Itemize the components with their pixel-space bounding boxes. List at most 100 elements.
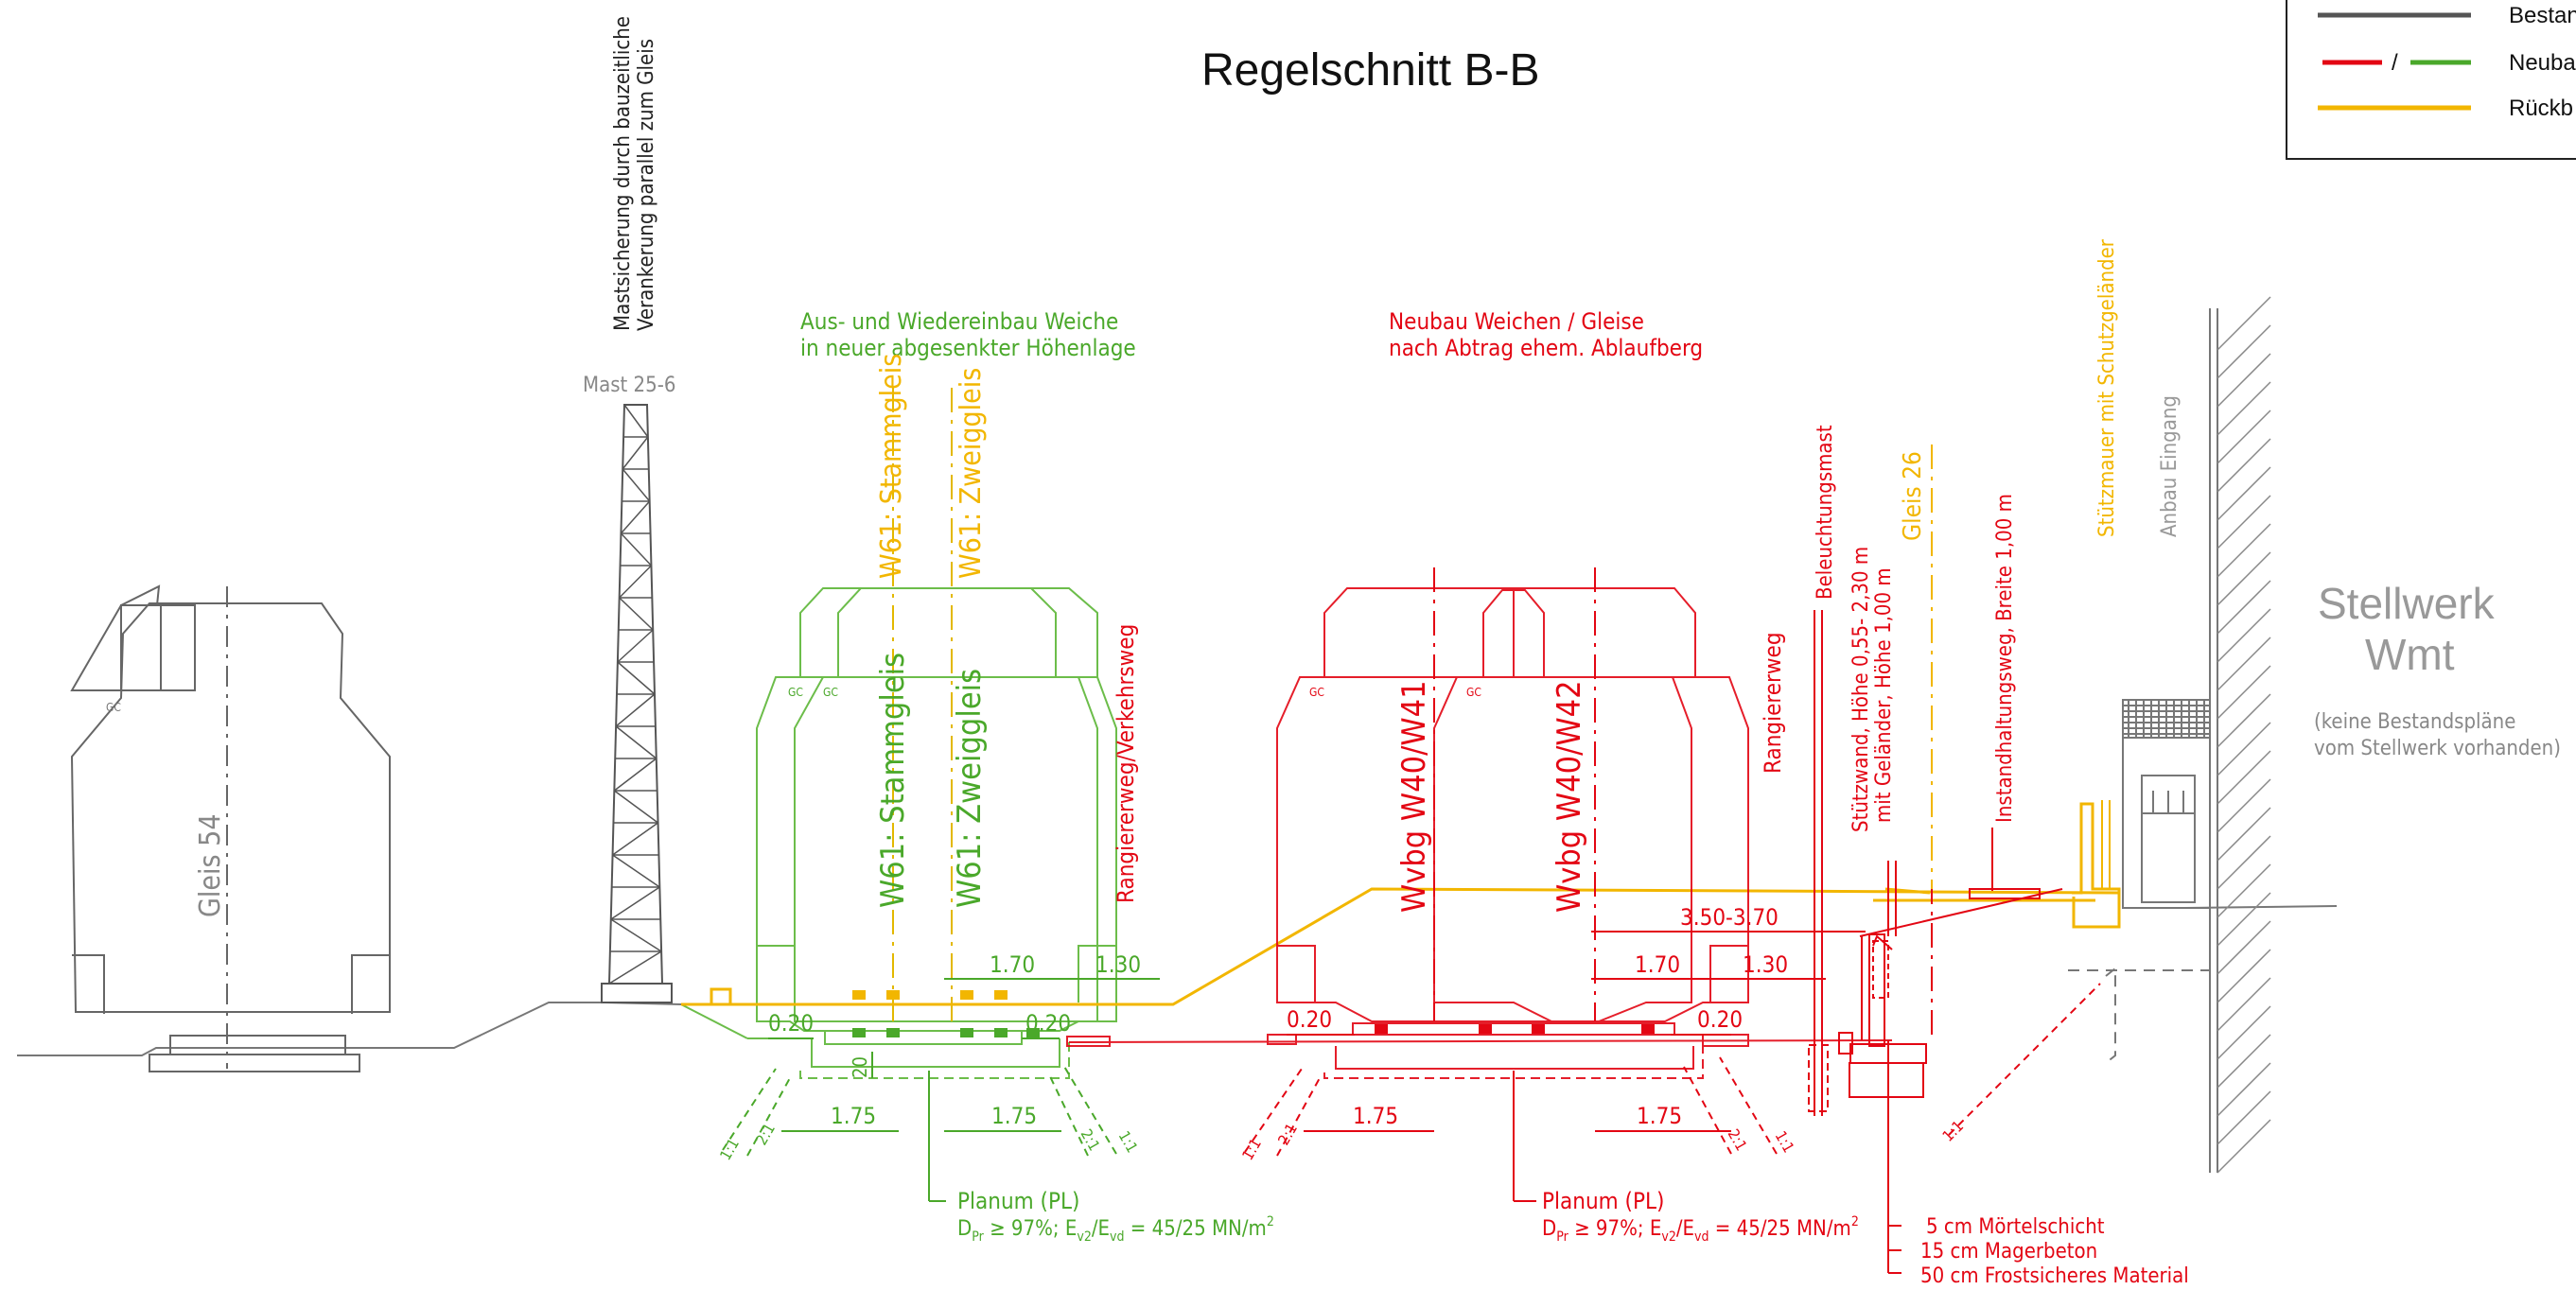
dim-red-020-left: 0.20 [1287, 1006, 1332, 1033]
stellwerk-building [2068, 308, 2218, 1173]
red-section [1066, 587, 1893, 1079]
stuetzwand-label-1: Stützwand, Höhe 0,55- 2,30 m [1849, 547, 1873, 832]
hatch-stroke [2217, 495, 2271, 549]
planum-green-spec: DPr ≥ 97%; Ev2/Evd = 45/25 MN/m2 [957, 1214, 1274, 1245]
dim-red-175-right: 1.75 [1637, 1103, 1682, 1129]
stammgleis-green-label: W61: Stammgleis [874, 653, 912, 908]
hatch-stroke [2217, 296, 2271, 351]
stellwerk-wmt: Wmt [2365, 630, 2455, 679]
gc-label-red-1: GC [1309, 686, 1324, 699]
hatch-stroke [2217, 807, 2271, 862]
dim-green-020-left: 0.20 [768, 1010, 814, 1037]
mast-lattice-bar [619, 597, 654, 631]
dim-red-130: 1.30 [1743, 951, 1788, 978]
layer-3: 50 cm Frostsicheres Material [1920, 1264, 2189, 1288]
hatch-stroke [2217, 835, 2271, 890]
mast-25-6 [601, 404, 673, 1003]
mast-lattice-bar [610, 886, 660, 920]
dim-green-175-left: 1.75 [831, 1103, 876, 1129]
hatch-stroke [2217, 580, 2271, 635]
hatch-stroke [2217, 523, 2271, 578]
stuetzmauer [2101, 800, 2111, 889]
hatch-stroke [2217, 608, 2271, 663]
hatch-stroke [2217, 466, 2271, 521]
rangiererweg-label: Rangiererweg [1760, 632, 1786, 774]
planum-green-label: Planum (PL) [957, 1188, 1079, 1214]
mast-lattice-bar [620, 532, 652, 567]
mast-lattice-bar [617, 661, 656, 695]
mast-lattice-bar [622, 468, 651, 502]
dim-red-350-370: 3.50-3.70 [1680, 904, 1779, 931]
dim-green-130: 1.30 [1095, 951, 1141, 978]
dim-red-020-right: 0.20 [1697, 1006, 1743, 1033]
layer-2: 15 cm Magerbeton [1920, 1240, 2097, 1264]
green-title-line1: Aus- und Wiedereinbau Weiche [800, 308, 1118, 335]
rangierer-verkehr-label: Rangiererweg/Verkehrsweg [1113, 624, 1139, 903]
beleuchtungsmast-label: Beleuchtungsmast [1814, 425, 1837, 600]
hatch-stroke [2217, 1119, 2271, 1174]
hatch-stroke [2217, 1090, 2271, 1145]
mast-lattice-bar [608, 950, 662, 985]
hatch-stroke [2217, 693, 2271, 748]
hatch-stroke [2217, 636, 2271, 691]
zweiggleis-green-label: W61: Zweiggleis [951, 669, 989, 908]
hatch-stroke [2217, 722, 2271, 776]
wall-hatching [2217, 296, 2271, 1174]
mast-lattice-bar [623, 404, 649, 438]
red-slope-stellwerk [1948, 983, 2101, 1136]
mast-lattice-bar [613, 790, 658, 824]
hatch-stroke [2217, 353, 2271, 408]
hatch-stroke [2217, 665, 2271, 720]
hatch-stroke [2217, 863, 2271, 918]
slope-red-11-left: 1:1 [1238, 1135, 1265, 1163]
gc-label-green-2: GC [823, 686, 838, 699]
slope-green-21-left: 2:1 [752, 1120, 779, 1148]
legend-label-new: Neuba [2509, 50, 2576, 76]
legend-label-removal: Rückb [2509, 96, 2573, 121]
mast-lattice [608, 404, 662, 985]
layer-1: 5 cm Mörtelschicht [1926, 1215, 2105, 1239]
hatch-stroke [2217, 949, 2271, 1003]
planum-red-spec: DPr ≥ 97%; Ev2/Evd = 45/25 MN/m2 [1542, 1214, 1859, 1245]
hatch-stroke [2217, 750, 2271, 805]
slope-red-21-left: 2:1 [1274, 1120, 1301, 1148]
stellwerk-title: Stellwerk [2318, 579, 2496, 628]
no-records-line1: (keine Bestandspläne [2314, 710, 2515, 734]
green-title-line2: in neuer abgesenkter Höhenlage [800, 335, 1136, 361]
mast-lattice-bar [617, 629, 654, 663]
red-rails [1375, 1024, 1655, 1034]
mast-lattice-bar [620, 500, 651, 534]
no-records-line2: vom Stellwerk vorhanden) [2314, 737, 2561, 760]
legend-frame [2286, 0, 2576, 160]
dim-green-020-right: 0.20 [1025, 1010, 1071, 1037]
hatch-stroke [2217, 977, 2271, 1032]
hatch-stroke [2217, 438, 2271, 493]
planum-red-label: Planum (PL) [1542, 1188, 1664, 1214]
red-title-line2: nach Abtrag ehem. Ablaufberg [1389, 335, 1703, 361]
gc-label-green-1: GC [788, 686, 803, 699]
red-dimension-lines [1244, 931, 1866, 1202]
slope-green-21-right: 2:1 [1078, 1126, 1104, 1155]
dim-red-170: 1.70 [1635, 951, 1680, 978]
removal-lines [681, 802, 2121, 1006]
stammgleis-yellow-label: W61: Stammgleis [875, 354, 908, 579]
gleis54-profile [70, 584, 391, 1072]
stuetzwand-label-2: mit Geländer, Höhe 1,00 m [1872, 567, 1896, 823]
stuetzmauer-label: Stützmauer mit Schutzgeländer [2095, 238, 2119, 537]
hatch-stroke [2217, 920, 2271, 975]
hatch-stroke [2217, 410, 2271, 464]
brick-pattern [2123, 700, 2210, 738]
mast-lattice-bar [622, 436, 649, 470]
green-rails [852, 1028, 1040, 1037]
red-title-line1: Neubau Weichen / Gleise [1389, 308, 1644, 335]
mast-note-line1: Mastsicherung durch bauzeitliche [611, 16, 635, 331]
mast-lattice-bar [612, 854, 660, 888]
mast-name-label: Mast 25-6 [583, 374, 675, 397]
slope-green-11-left: 1:1 [716, 1135, 743, 1163]
slope-green-11-right: 1:1 [1115, 1128, 1142, 1157]
gleis54-label: Gleis 54 [194, 814, 227, 918]
hatch-stroke [2217, 1005, 2271, 1060]
wvbg-w40-w42-label: Wvbg W40/W42 [1551, 680, 1588, 913]
dim-green-170: 1.70 [990, 951, 1035, 978]
lighting-mast-and-wall [1808, 610, 2063, 1274]
